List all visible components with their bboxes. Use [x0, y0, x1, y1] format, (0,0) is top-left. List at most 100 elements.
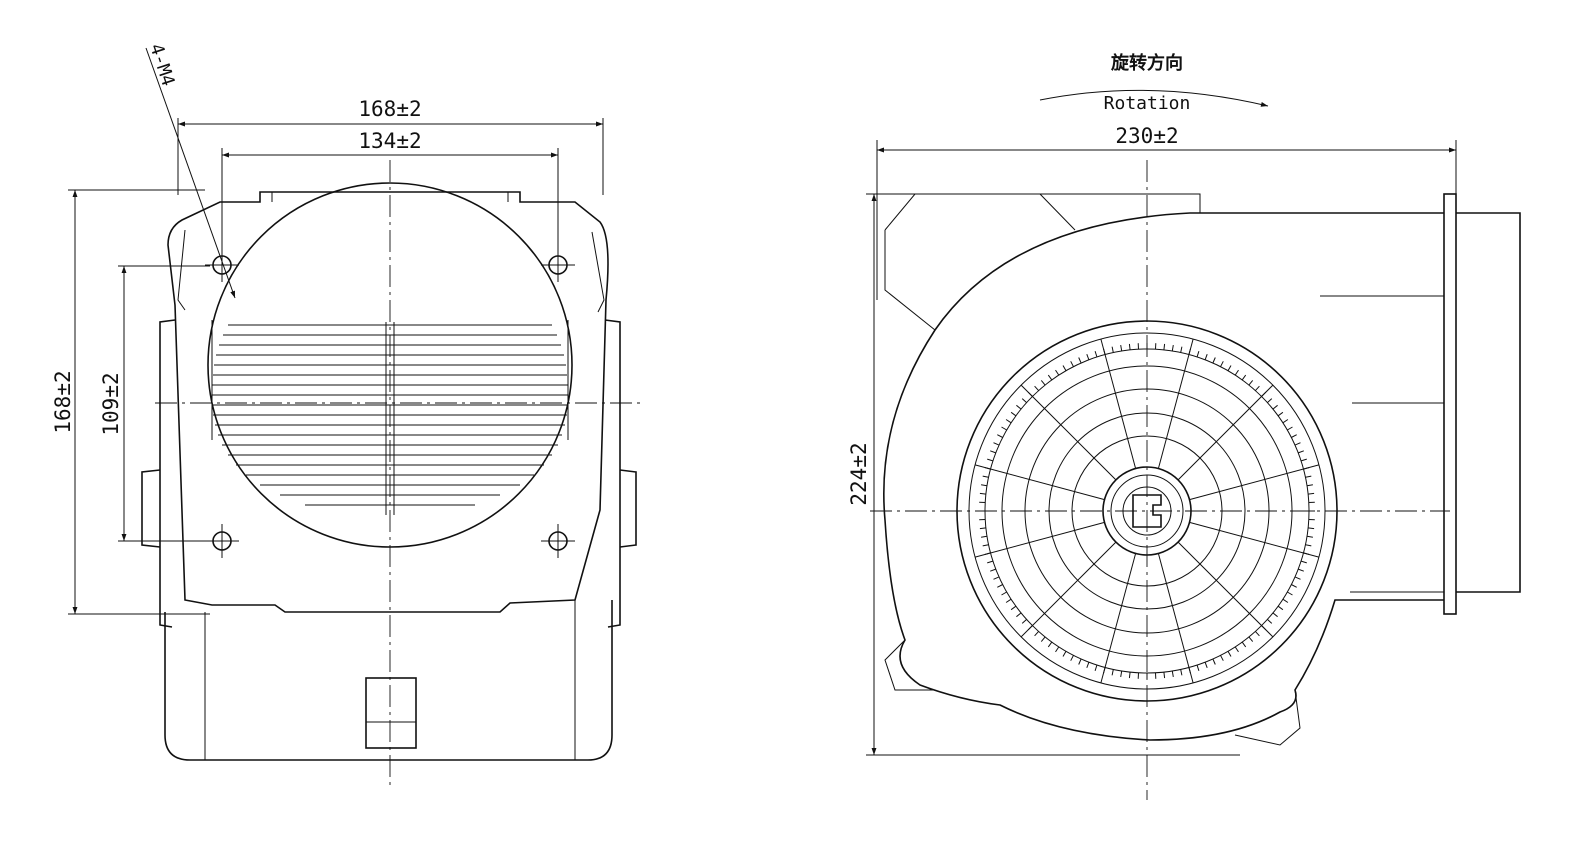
grille-tick [1308, 527, 1315, 530]
grille-spoke [1100, 338, 1137, 469]
grille-tick [1128, 672, 1131, 679]
grille-tick [1305, 544, 1312, 547]
label-front-hole-spacing-height: 109±2 [99, 372, 123, 435]
grille-tick [1180, 669, 1183, 676]
grille-tick [1294, 442, 1301, 446]
label-front-overall-width: 168±2 [358, 97, 421, 121]
grille-tick [1227, 365, 1232, 371]
grille-tick [1287, 591, 1293, 596]
front-connector [365, 677, 417, 749]
grille-tick [1300, 458, 1307, 462]
side-outlet-duct [1320, 193, 1521, 615]
grille-tick [1188, 348, 1191, 355]
grille-tick [1291, 584, 1297, 588]
grille-tick [1016, 404, 1022, 410]
grille-tick [1163, 672, 1166, 679]
inlet-hub [1102, 466, 1192, 556]
grille-tick [1062, 651, 1067, 657]
grille-tick [1196, 664, 1200, 671]
grille-tick [1027, 625, 1033, 631]
grille-tick [1308, 492, 1315, 495]
grille-tick [1287, 426, 1293, 431]
grille-tick [1220, 655, 1224, 661]
grille-tick [1241, 374, 1247, 381]
grille-tick [1078, 357, 1082, 364]
grille-tick [1188, 667, 1191, 674]
grille-spoke [1157, 553, 1194, 684]
inlet-outer-ring [956, 320, 1338, 702]
grille-tick [1021, 398, 1027, 403]
grille-tick [1282, 419, 1289, 424]
grille-tick [990, 450, 996, 454]
grille-tick [981, 535, 988, 538]
grille-tick [1277, 411, 1284, 417]
grille-tick [1103, 667, 1106, 674]
grille-tick [1094, 351, 1098, 358]
grille-tick [1047, 641, 1053, 648]
label-front-hole-spacing-width: 134±2 [358, 129, 421, 153]
grille-tick [984, 467, 991, 470]
grille-tick [1248, 380, 1254, 386]
grille-spoke [1177, 384, 1274, 481]
label-rotation-en: Rotation [1104, 93, 1191, 114]
grille-tick [1034, 631, 1039, 637]
label-side-overall-height: 224±2 [847, 442, 871, 505]
grille-spoke [1157, 338, 1194, 469]
grille-tick [981, 484, 988, 487]
grille-tick [1010, 411, 1017, 417]
grille-tick [1086, 662, 1090, 668]
grille-tick [1267, 398, 1273, 403]
side-view: 旋转方向 Rotation [847, 52, 1521, 800]
rotation-arrow [1039, 89, 1269, 107]
grille-tick [1272, 612, 1278, 618]
grille-tick [1267, 619, 1273, 624]
grille-spoke [974, 521, 1105, 558]
front-housing [167, 191, 609, 613]
grille-tick [997, 434, 1003, 438]
grille-tick [1204, 354, 1208, 360]
grille-tick [1241, 641, 1247, 648]
grille-spoke [1020, 384, 1117, 481]
hub-clip [1132, 494, 1162, 528]
grille-tick [1027, 391, 1033, 397]
grille-tick [1227, 651, 1232, 657]
label-hole-callout: 4-M4 [145, 41, 178, 89]
grille-tick [1070, 655, 1074, 661]
grille-tick [1111, 669, 1114, 676]
grille-tick [1163, 343, 1166, 350]
grille-tick [1248, 636, 1254, 642]
grille-tick [1171, 345, 1174, 352]
grille-tick [979, 492, 986, 495]
grille-tick [979, 527, 986, 530]
grille-tick [1047, 374, 1053, 381]
grille-tick [1298, 450, 1304, 454]
grille-tick [1171, 670, 1174, 677]
grille-tick [1234, 646, 1239, 653]
grille-tick [1016, 612, 1022, 618]
front-impeller-blades [211, 320, 569, 515]
grille-spoke [974, 464, 1105, 501]
front-lower-body [164, 600, 613, 761]
grille-tick [1070, 361, 1074, 367]
grille-tick [1086, 354, 1090, 360]
grille-tick [984, 552, 991, 555]
grille-spoke [1020, 541, 1117, 638]
grille-tick [1294, 576, 1301, 580]
grille-tick [1001, 426, 1007, 431]
grille-tick [1062, 365, 1067, 371]
grille-tick [982, 544, 989, 547]
grille-tick [1111, 346, 1114, 353]
grille-tick [1055, 369, 1060, 376]
grille-tick [1103, 348, 1106, 355]
grille-tick [993, 576, 1000, 580]
grille-tick [1010, 605, 1017, 611]
grille-tick [1261, 625, 1267, 631]
grille-tick [1300, 560, 1307, 564]
grille-tick [1005, 419, 1012, 424]
grille-tick [1303, 467, 1310, 470]
front-right-flange [604, 319, 621, 628]
grille-tick [990, 568, 996, 572]
grille-tick [1305, 475, 1312, 478]
grille-tick [1298, 568, 1304, 572]
grille-tick [1078, 658, 1082, 665]
